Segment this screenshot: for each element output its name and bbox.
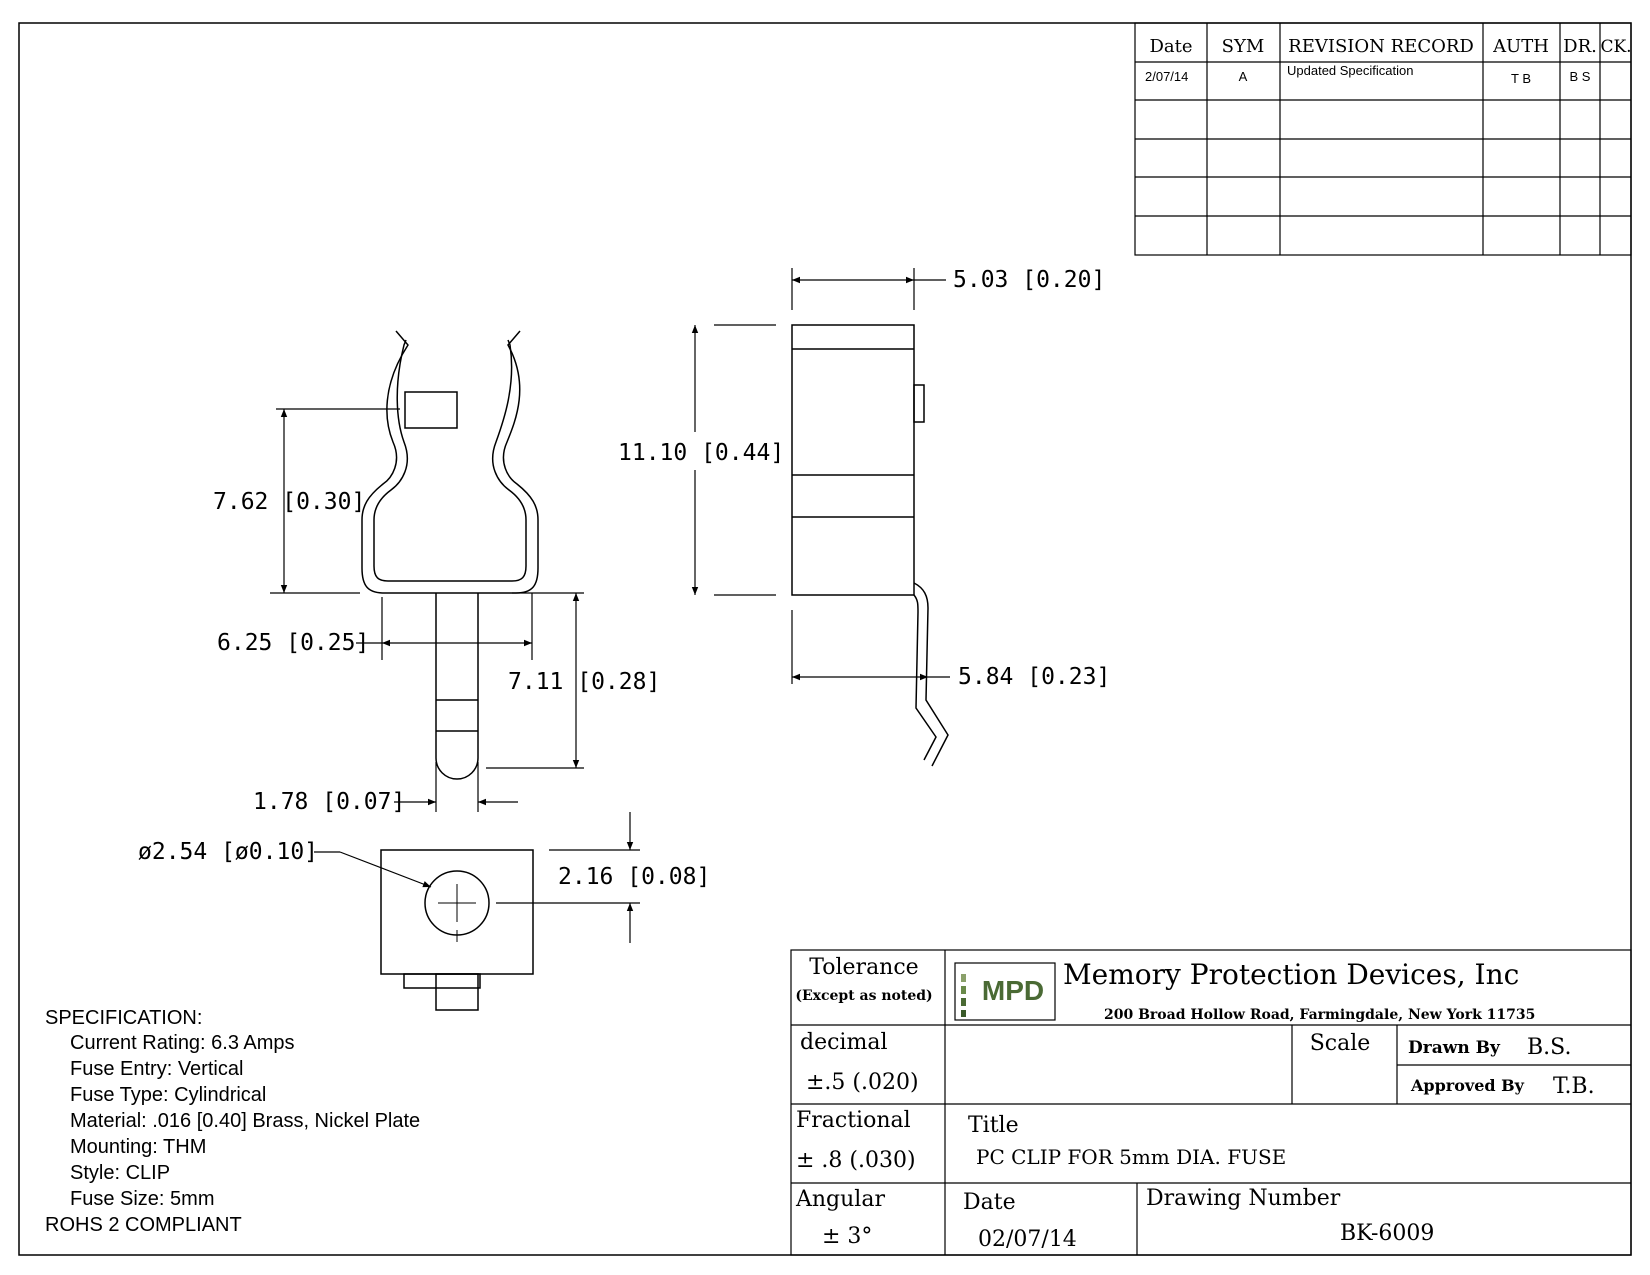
dim-side-width: 5.03 [0.20] [953, 267, 1105, 293]
rev-header-sym: SYM [1222, 36, 1265, 57]
fractional-value: ± .8 (.030) [796, 1148, 916, 1173]
title-label: Title [968, 1113, 1019, 1138]
approved-by-value: T.B. [1553, 1074, 1595, 1099]
drawing-number-label: Drawing Number [1146, 1186, 1341, 1211]
rev-header-auth: AUTH [1492, 36, 1549, 57]
rev-row-record: Updated Specification [1287, 63, 1413, 78]
dim-pin-length: 7.11 [0.28] [508, 669, 660, 695]
rev-header-record: REVISION RECORD [1288, 36, 1474, 57]
spec-compliance: ROHS 2 COMPLIANT [45, 1214, 242, 1236]
bottom-view-dimensions [314, 812, 640, 943]
spec-line: Fuse Type: Cylindrical [70, 1084, 266, 1106]
revision-table [1134, 22, 1632, 256]
svg-text:MPD: MPD [982, 975, 1044, 1006]
drawn-by-label: Drawn By [1408, 1038, 1501, 1058]
date-value: 02/07/14 [978, 1227, 1077, 1252]
dim-clip-width: 6.25 [0.25] [217, 630, 369, 656]
spec-line: Current Rating: 6.3 Amps [70, 1032, 295, 1054]
dim-side-lead: 5.84 [0.23] [958, 664, 1110, 690]
rev-row-sym: A [1239, 69, 1248, 84]
front-view-dimensions [270, 408, 584, 812]
clip-bottom-view [380, 849, 534, 1011]
spec-line: Style: CLIP [70, 1162, 170, 1184]
decimal-value: ±.5 (.020) [806, 1070, 919, 1095]
dim-clip-height: 7.62 [0.30] [213, 489, 365, 515]
angular-label: Angular [795, 1187, 885, 1212]
rev-header-ck: CK. [1600, 37, 1631, 57]
drawing-title: PC CLIP FOR 5mm DIA. FUSE [976, 1145, 1286, 1169]
tolerance-label: Tolerance [809, 955, 918, 980]
side-view-dimensions [691, 268, 950, 684]
company-name: Memory Protection Devices, Inc [1063, 958, 1519, 991]
spec-line: Mounting: THM [70, 1136, 206, 1158]
spec-heading: SPECIFICATION: [45, 1007, 202, 1029]
drawn-by-value: B.S. [1527, 1035, 1571, 1060]
decimal-label: decimal [800, 1030, 887, 1055]
date-label: Date [963, 1190, 1016, 1215]
approved-by-label: Approved By [1410, 1076, 1525, 1095]
mpd-logo: MPD [954, 962, 1056, 1021]
dim-side-height: 11.10 [0.44] [618, 440, 784, 466]
spec-line: Fuse Entry: Vertical [70, 1058, 243, 1080]
clip-front-view [361, 330, 539, 780]
fractional-label: Fractional [796, 1108, 911, 1133]
rev-row-auth: T B [1511, 71, 1531, 86]
dim-hole-offset: 2.16 [0.08] [558, 864, 710, 890]
clip-side-view [791, 324, 949, 767]
rev-row-date: 2/07/14 [1145, 69, 1188, 84]
rev-header-dr: DR. [1563, 36, 1597, 57]
rev-row-dr: B S [1570, 69, 1591, 84]
dim-hole-diameter: ø2.54 [ø0.10] [138, 839, 318, 865]
dim-pin-width: 1.78 [0.07] [253, 789, 405, 815]
scale-label: Scale [1310, 1031, 1371, 1056]
title-block [790, 949, 1632, 1256]
spec-line: Fuse Size: 5mm [70, 1188, 214, 1210]
rev-header-date: Date [1149, 36, 1192, 57]
drawing-number: BK-6009 [1340, 1221, 1434, 1246]
tolerance-note: (Except as noted) [795, 988, 932, 1004]
angular-value: ± 3° [822, 1224, 872, 1249]
company-address: 200 Broad Hollow Road, Farmingdale, New … [1104, 1007, 1535, 1023]
spec-line: Material: .016 [0.40] Brass, Nickel Plat… [70, 1110, 420, 1132]
